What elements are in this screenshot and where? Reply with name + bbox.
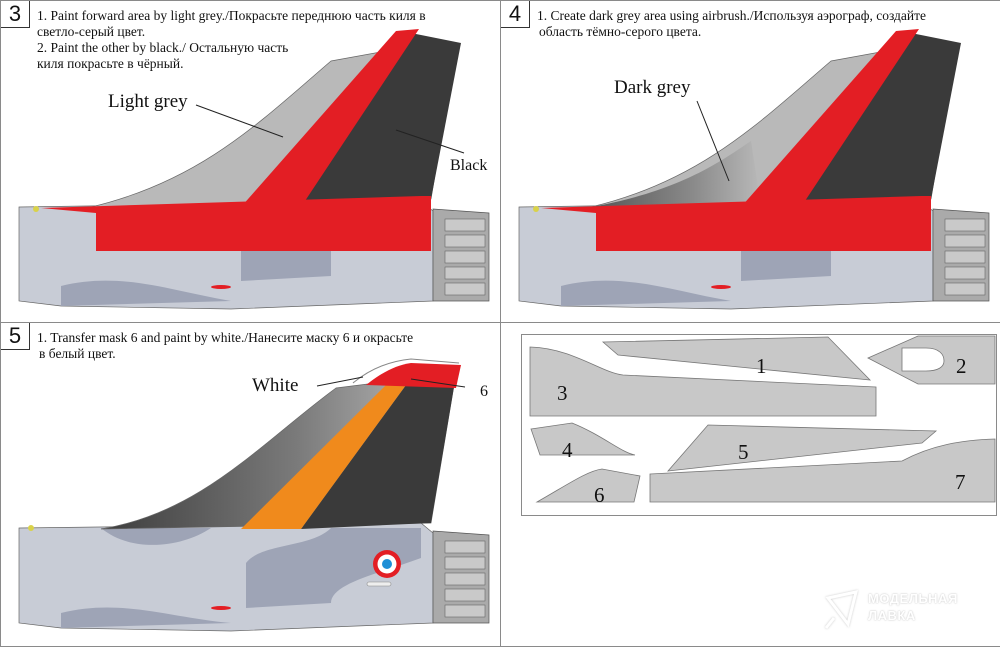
step-5-panel: 5 1. Transfer mask 6 and paint by white.… [0,322,501,647]
mask-label: 5 [738,440,749,464]
watermark-line: ЛАВКА [868,608,916,623]
mask-7 [649,438,996,503]
watermark-logo: МОДЕЛЬНАЯ ЛАВКА [822,586,982,636]
callout-light-grey: Light grey [108,91,188,112]
watermark-line: МОДЕЛЬНАЯ [868,591,958,606]
instruction-line: 1. Paint forward area by light grey./Пок… [37,8,426,23]
tail-illustration [518,29,990,310]
callout-mask-6: 6 [480,383,488,400]
mask-6 [535,468,641,503]
instruction-line: 2. Paint the other by black./ Остальную … [37,40,289,55]
instruction-line: 1. Create dark grey area using airbrush.… [537,8,927,23]
instruction-line: область тёмно-серого цвета. [539,24,702,39]
step-3-panel: 3 1. Paint forward area by light grey./П… [0,0,501,323]
step-number: 4 [501,1,530,28]
leader-line [395,129,465,154]
mask-label: 3 [557,381,568,405]
callout-white: White [252,375,299,396]
mask-5 [667,424,938,472]
mask-label: 1 [756,354,767,378]
leader-line [316,376,364,387]
instruction-line: светло-серый цвет. [37,24,146,39]
mask-shapes [529,335,996,503]
callout-dark-grey: Dark grey [614,77,691,98]
tail-illustration [18,29,490,310]
leader-line [410,378,466,388]
mask-1 [601,336,872,381]
step-4-panel: 4 1. Create dark grey area using airbrus… [500,0,1000,323]
mask-sheet: 1 2 3 4 5 6 7 [521,334,997,516]
mask-4 [530,422,636,456]
mask-label: 7 [955,470,966,494]
step-instructions: 1. Create dark grey area using airbrush.… [537,8,926,40]
step-instructions: 1. Transfer mask 6 and paint by white./Н… [37,330,413,362]
mask-label: 4 [562,438,573,462]
instruction-line: киля покрасьте в чёрный. [37,56,184,71]
mask-3 [529,346,877,417]
french-roundel-icon [373,550,401,578]
step-number: 5 [1,323,30,350]
mask-label: 6 [594,483,605,507]
instruction-line: 1. Transfer mask 6 and paint by white./Н… [37,330,414,345]
mask-label: 2 [956,354,967,378]
tail-illustration [18,358,490,632]
step-instructions: 1. Paint forward area by light grey./Пок… [37,8,426,72]
pencil-logo-icon [824,590,859,629]
instruction-line: в белый цвет. [39,346,116,361]
leader-line [696,100,730,182]
step-number: 3 [1,1,30,28]
mask-sheet-panel: 1 2 3 4 5 6 7 МОДЕЛЬНАЯ ЛАВКА [500,322,1000,647]
callout-black: Black [450,157,488,174]
leader-line [195,104,284,138]
